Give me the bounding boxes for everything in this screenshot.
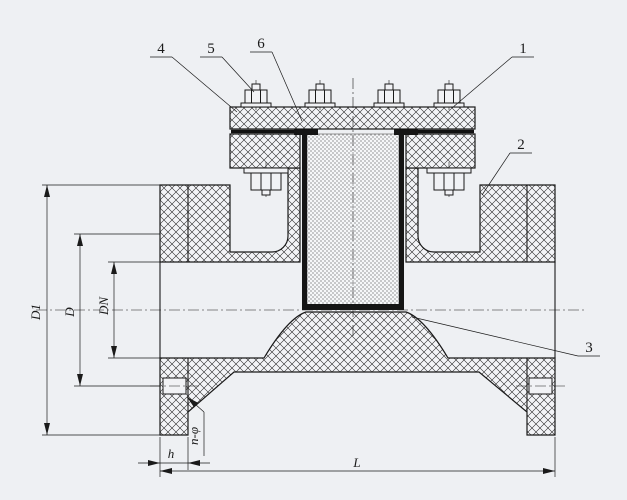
dimension-label-DN: DN [96,296,111,316]
callout-number-3: 3 [585,340,593,356]
dimension-label-L: L [352,455,360,470]
dimension-L: L [160,437,556,477]
callout-4: 4 [150,41,238,113]
body-upper-right-section [405,167,556,263]
body-lower-section [159,311,556,436]
callout-number-1: 1 [519,41,527,57]
cover-bolt-2 [304,83,336,108]
bonnet-assembly [229,106,476,169]
cover-bolt-3 [373,83,405,108]
dimension-label-D: D [62,307,77,318]
cover-bolt-1 [240,83,272,108]
dimension-label-n-phi: n-φ [186,427,201,445]
callout-leader [481,152,511,196]
callout-leader [171,56,238,113]
dimension-D1: D1 [28,184,160,436]
callout-number-4: 4 [157,41,165,57]
basket-rim-left [294,129,318,135]
dimension-D: D [62,233,160,387]
callout-number-2: 2 [517,137,525,153]
cover-bolts [240,80,472,200]
basket-wall-right [399,131,404,309]
flange-nut-left [243,167,289,196]
dimension-label-h: h [168,446,175,461]
callout-number-5: 5 [207,41,215,57]
strainer-basket [294,129,418,310]
cover-plate [229,106,476,130]
flange-nut-right [426,167,472,196]
callout-leader [271,51,303,122]
dimension-DN: DN [96,261,160,359]
cover-bolt-4 [433,83,465,108]
callout-leader [411,316,579,357]
leader-line [186,396,205,413]
callout-1: 1 [451,41,534,109]
callout-6: 6 [250,36,303,122]
body-top-flange-right [405,133,476,169]
callout-leader [221,56,255,93]
dimension-n-phi: n-φ [186,396,205,456]
body-top-flange-left [229,133,301,169]
callout-2: 2 [481,137,532,196]
callout-number-6: 6 [257,36,265,52]
basket-wall-left [302,131,307,309]
valve-body [159,167,556,436]
callout-5: 5 [200,41,255,93]
dimension-label-D1: D1 [28,304,43,321]
basket-rim-right [394,129,418,135]
dimension-h: h [138,437,210,477]
callout-leader [451,56,513,109]
callout-3: 3 [411,316,600,357]
